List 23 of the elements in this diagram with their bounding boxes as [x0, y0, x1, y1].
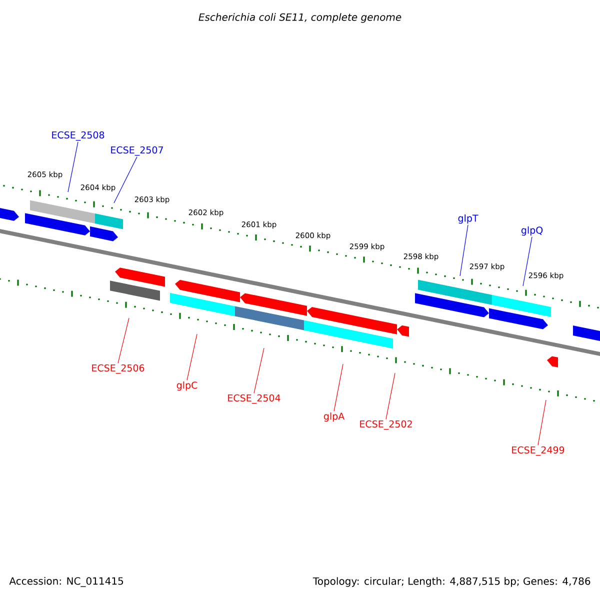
gene-label: ECSE_2506: [92, 364, 144, 374]
leader-line: [68, 142, 78, 192]
gene-label: glpC: [176, 381, 198, 391]
gene-label: glpA: [324, 412, 345, 422]
footer-text: Accession: NC_011415: [9, 577, 124, 587]
leader-line: [186, 334, 198, 380]
gene-label: ECSE_2508: [52, 131, 104, 141]
leader-line: [386, 372, 396, 420]
leader-line: [118, 318, 130, 364]
leader-line: [522, 236, 532, 286]
gene-label: glpQ: [521, 226, 543, 236]
leader-line: [460, 224, 468, 276]
leader-line: [254, 348, 264, 394]
leader-line: [538, 400, 546, 446]
gene-label: ECSE_2499: [512, 446, 564, 456]
footer-text: Topology: circular; Length: 4,887,515 bp; Genes: 4,786: [312, 577, 590, 587]
gene-label: ECSE_2507: [111, 146, 163, 156]
title: Escherichia coli SE11, complete genome: [198, 13, 402, 23]
gene-label: ECSE_2504: [228, 394, 280, 404]
leader-line: [334, 364, 344, 412]
gene-label: glpT: [458, 214, 478, 224]
leader-line: [114, 156, 138, 204]
gene-label: ECSE_2502: [360, 420, 412, 430]
